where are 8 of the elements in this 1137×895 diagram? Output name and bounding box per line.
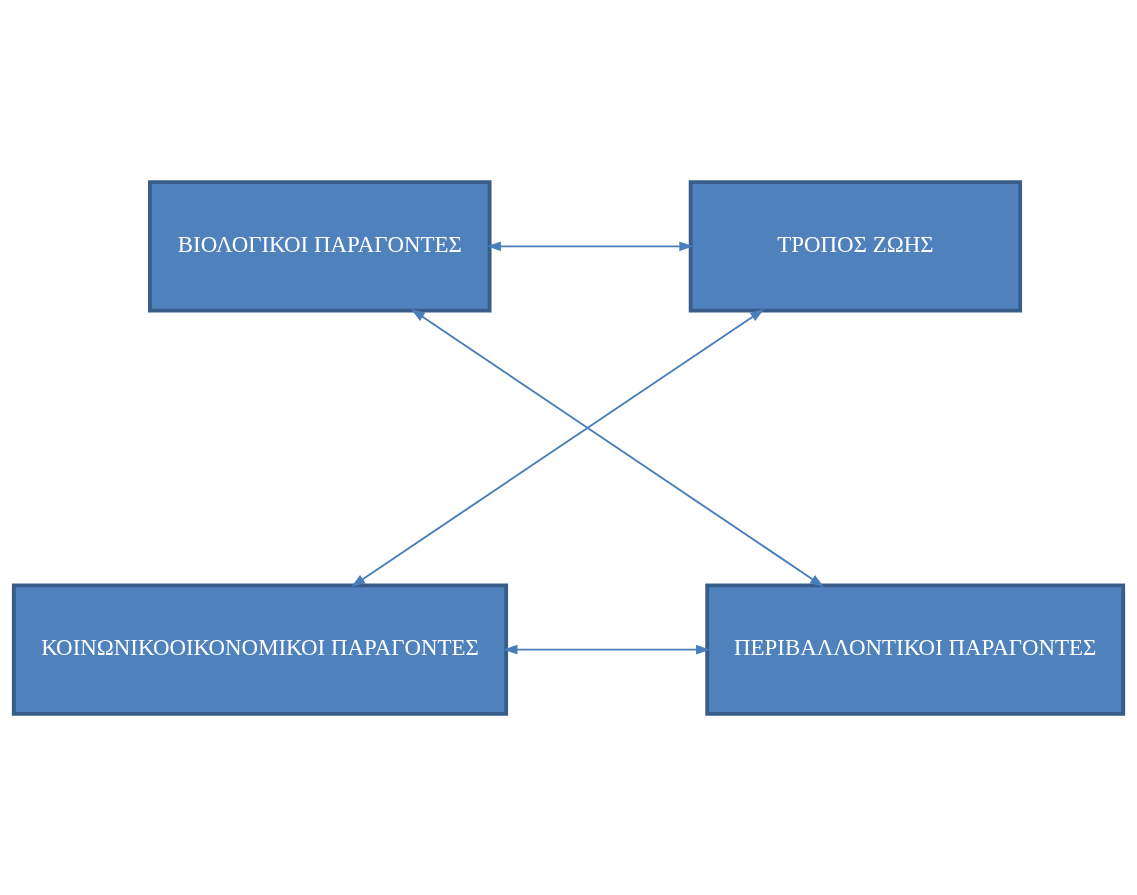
arrow: [411, 308, 824, 587]
arrow: [503, 644, 711, 655]
arrow: [486, 240, 694, 251]
node-box: ΤΡΟΠΟΣ ΖΩΗΣ: [688, 179, 1023, 312]
node-box: ΠΕΡΙΒΑΛΛΟΝΤΙΚΟΙ ΠΑΡΑΓΟΝΤΕΣ: [705, 583, 1126, 716]
node-box: ΒΙΟΛΟΓΙΚΟΙ ΠΑΡΑΓΟΝΤΕΣ: [148, 179, 492, 312]
arrow: [351, 308, 765, 587]
node-box: ΚΟΙΝΩΝΙΚΟΟΙΚΟΝΟΜΙΚΟΙ ΠΑΡΑΓΟΝΤΕΣ: [11, 583, 509, 716]
